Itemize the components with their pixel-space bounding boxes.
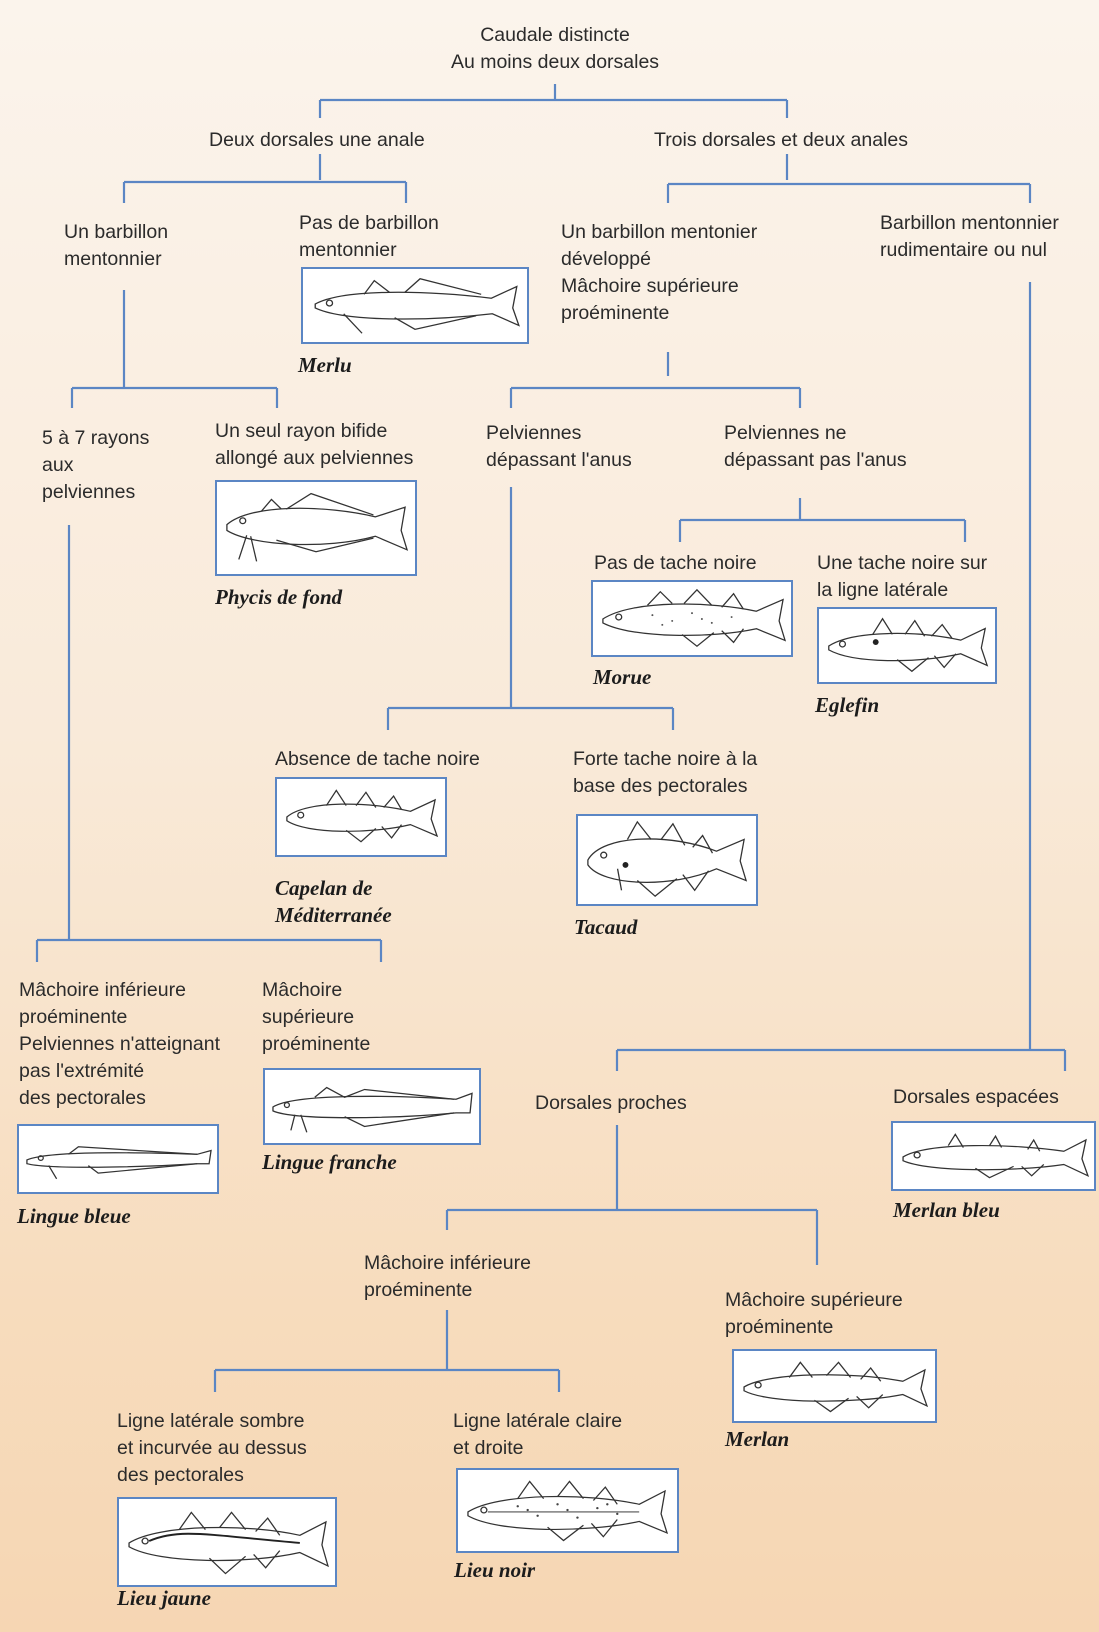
node-no-barbel: Pas de barbillon mentonnier: [299, 212, 439, 261]
species-eglefin: Eglefin: [815, 693, 880, 717]
fish-image-eglefin: [817, 607, 997, 684]
species-morue: Morue: [593, 665, 652, 689]
fish-image-lingue-franche: [263, 1068, 481, 1145]
fish-image-capelan: [275, 777, 447, 857]
node-barbel-rudimentary: Barbillon mentonnier rudimentaire ou nul: [880, 212, 1059, 261]
node-single-ray: Un seul rayon bifide allongé aux pelvien…: [215, 420, 414, 469]
node-lower-jaw-2: Mâchoire inférieure proéminente: [364, 1252, 531, 1301]
fish-image-merlan-bleu: [891, 1121, 1096, 1191]
species-phycis: Phycis de fond: [215, 585, 343, 609]
node-no-spot: Pas de tache noire: [594, 552, 757, 574]
node-lower-jaw-1: Mâchoire inférieure proéminente Pelvienn…: [19, 979, 221, 1109]
node-three-dorsals: Trois dorsales et deux anales: [654, 129, 908, 151]
species-tacaud: Tacaud: [574, 915, 638, 939]
node-upper-jaw-2: Mâchoire supérieure proéminente: [725, 1289, 903, 1338]
node-pelv-not-beyond: Pelviennes ne dépassant pas l'anus: [724, 422, 907, 471]
node-pelv-beyond: Pelviennes dépassant l'anus: [486, 422, 632, 471]
species-lieu-jaune: Lieu jaune: [117, 1586, 211, 1610]
species-merlu: Merlu: [298, 353, 352, 377]
species-merlan: Merlan: [725, 1427, 790, 1451]
fish-image-lieu-jaune: [117, 1497, 337, 1587]
fish-image-phycis: [215, 480, 417, 576]
node-spot-lateral: Une tache noire sur la ligne latérale: [817, 552, 988, 601]
node-dorsals-spaced: Dorsales espacées: [893, 1086, 1059, 1108]
species-lingue-bleue: Lingue bleue: [17, 1204, 131, 1228]
node-barbel: Un barbillon mentonnier: [64, 221, 169, 270]
node-upper-jaw-1: Mâchoire supérieure proéminente: [262, 979, 371, 1055]
node-two-dorsals: Deux dorsales une anale: [209, 129, 425, 151]
fish-image-merlu: [301, 267, 529, 344]
species-lieu-noir: Lieu noir: [454, 1558, 536, 1582]
fish-image-tacaud: [576, 814, 758, 906]
node-root: Caudale distincte Au moins deux dorsales: [450, 24, 660, 73]
node-dark-line: Ligne latérale sombre et incurvée au des…: [117, 1410, 307, 1486]
species-capelan: Capelan de Méditerranée: [275, 876, 392, 927]
fish-image-lingue-bleue: [17, 1124, 219, 1194]
species-merlan-bleu: Merlan bleu: [893, 1198, 1000, 1222]
species-lingue-franche: Lingue franche: [262, 1150, 397, 1174]
node-barbel-developed: Un barbillon mentonier développé Mâchoir…: [561, 221, 758, 324]
node-clear-line: Ligne latérale claire et droite: [453, 1410, 623, 1459]
fish-image-lieu-noir: [456, 1468, 679, 1553]
node-absence-spot: Absence de tache noire: [275, 748, 480, 770]
node-strong-spot: Forte tache noire à la base des pectoral…: [573, 748, 758, 797]
fish-image-merlan: [732, 1349, 937, 1423]
node-rays-5-7: 5 à 7 rayons aux pelviennes: [42, 427, 150, 503]
fish-image-morue: [591, 580, 793, 657]
node-dorsals-close: Dorsales proches: [535, 1092, 687, 1114]
